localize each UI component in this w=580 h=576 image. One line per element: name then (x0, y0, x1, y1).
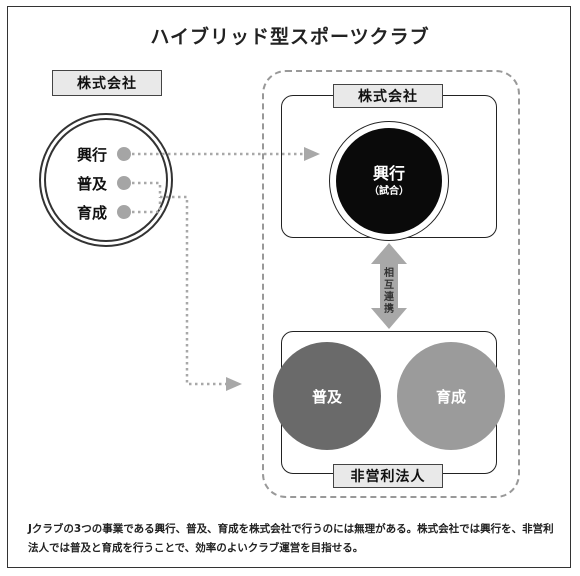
kogyo-circle-label: 興行 (372, 164, 405, 183)
left-item-ikusei: 育成 (77, 204, 108, 222)
left-item-fukyu: 普及 (77, 175, 108, 193)
dot-ikusei (117, 205, 131, 219)
kogyo-circle (336, 128, 442, 234)
nonprofit-label: 非営利法人 (333, 464, 443, 488)
mutual-link-label: 相互連携 (384, 268, 394, 315)
outer-frame (7, 6, 571, 568)
ikusei-circle-label: 育成 (435, 388, 466, 406)
left-company-circle (39, 113, 173, 247)
dot-kogyo (117, 147, 131, 161)
ikusei-circle (397, 342, 505, 450)
dot-fukyu (117, 176, 131, 190)
arrow-ikusei-line (132, 197, 162, 214)
mutual-link-arrow (371, 243, 407, 329)
fukyu-circle-label: 普及 (311, 388, 342, 406)
fukyu-circle (273, 342, 381, 450)
arrow-kogyo-head (304, 147, 320, 161)
arrow-nonprofit-head (226, 377, 242, 391)
left-company-label: 株式会社 (52, 70, 162, 96)
diagram-title: ハイブリッド型スポーツクラブ (150, 26, 430, 48)
caption: Jクラブの3つの事業である興行、普及、育成を株式会社で行うのには無理がある。株式… (28, 523, 554, 554)
left-item-kogyo: 興行 (77, 146, 108, 164)
arrow-fukyu-line (132, 181, 226, 386)
right-company-label: 株式会社 (333, 84, 443, 108)
hybrid-club-region (262, 70, 520, 498)
kogyo-circle-sublabel: （試合） (369, 186, 409, 197)
